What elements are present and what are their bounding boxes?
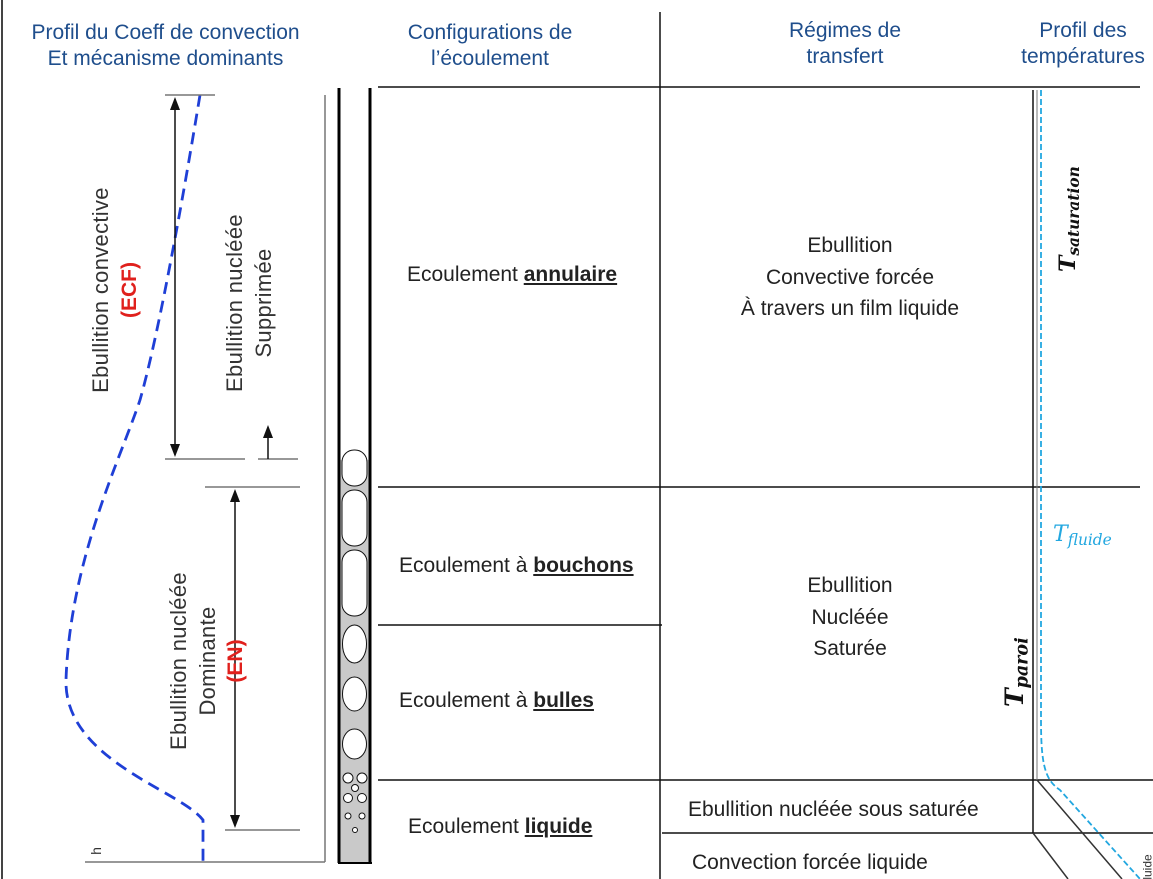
small-bubble [357, 793, 367, 803]
ecf-arrow-head-up [170, 97, 180, 110]
coeff-profile-header: Profil du Coeff de convection Et mécanis… [8, 20, 323, 71]
t-fluid-symbol: T [1053, 522, 1068, 547]
small-bubble [352, 827, 358, 833]
regime-fc-line-1: Ebullition [807, 234, 893, 257]
liquid-temperature-line [1032, 832, 1069, 879]
config-bubbly-emphasis: bulles [533, 689, 594, 712]
t-fluid-subscript: fluide [1067, 530, 1112, 549]
suppressed-arrow-head [263, 425, 273, 438]
config-slug: Ecoulement à bouchons [399, 553, 634, 579]
regime-subcooled: Ebullition nucléée sous saturée [688, 798, 979, 821]
corner-text: luide [1140, 854, 1153, 879]
config-liquid-prefix: Ecoulement [408, 815, 525, 838]
t-saturation-symbol: T [1055, 255, 1081, 272]
convection-coefficient-curve [64, 94, 205, 862]
config-slug-emphasis: bouchons [533, 554, 634, 577]
config-annular-prefix: Ecoulement [407, 263, 524, 286]
slug-bubble [341, 489, 368, 547]
config-liquid-emphasis: liquide [524, 815, 593, 838]
config-bubbly-prefix: Ecoulement à [399, 689, 534, 712]
en-mechanism-label: Ebullition nucléée Dominante (EN) [165, 531, 267, 791]
axis-h-label: h [88, 847, 104, 855]
regime-forced-convective: Ebullition Convective forcée À travers u… [700, 230, 1000, 325]
subcooled-temperature-line [1036, 779, 1123, 879]
bubble [342, 676, 367, 712]
small-bubble [343, 793, 353, 803]
t-saturation-subscript: saturation [1064, 166, 1083, 256]
regime-ns-line-2: Nucléée [811, 605, 889, 629]
small-bubble [342, 772, 354, 784]
small-bubble [358, 812, 366, 820]
fluid-temperature-curve [1040, 90, 1141, 879]
t-saturation-label: Tsaturation [1055, 102, 1085, 272]
regime-nucleate-saturated: Ebullition Nucléée Saturée [750, 570, 950, 665]
en-arrow-head-down [230, 815, 240, 828]
tube-annular-core [340, 88, 369, 460]
config-header: Configurations de l’écoulement [390, 20, 590, 71]
en-label-line-1: Ebullition nucléée [166, 572, 191, 750]
small-bubble [351, 784, 359, 792]
bubble [342, 624, 367, 664]
regime-fc-line-3: À travers un film liquide [740, 297, 960, 320]
suppressed-nucleate-label: Ebullition nucléée Supprimée [221, 203, 287, 403]
temperatures-header: Profil des températures [1018, 18, 1148, 69]
bubble [342, 728, 367, 760]
regimes-header-line-2: transfert [806, 44, 884, 68]
ecf-arrow-head-down [170, 444, 180, 457]
small-bubble [344, 812, 352, 820]
t-wall-label: Tparoi [1000, 617, 1034, 707]
t-wall-subscript: paroi [1012, 637, 1033, 689]
config-slug-prefix: Ecoulement à [399, 554, 534, 577]
small-bubble [356, 772, 368, 784]
t-fluid-label: Tfluide [1053, 522, 1112, 549]
ecf-label-text: Ebullition convective [88, 187, 113, 393]
ecf-mechanism-label: Ebullition convective (ECF) [87, 140, 157, 440]
regimes-header: Régimes de transfert [770, 18, 920, 69]
config-annular-emphasis: annulaire [523, 263, 618, 286]
regime-liquid-convection: Convection forcée liquide [692, 851, 928, 874]
config-annular: Ecoulement annulaire [407, 262, 617, 288]
temps-header-line-2: températures [1021, 44, 1145, 68]
regimes-header-line-1: Régimes de [788, 19, 902, 42]
temps-header-line-1: Profil des [1039, 19, 1127, 42]
slug-bubble [341, 449, 368, 487]
en-abbreviation: (EN) [224, 639, 248, 683]
config-bubbly: Ecoulement à bulles [399, 688, 594, 714]
coeff-header-line-2: Et mécanisme dominants [47, 46, 284, 70]
t-wall-symbol: T [1000, 688, 1029, 707]
en-label-line-2: Dominante [194, 606, 220, 716]
suppressed-line-2: Supprimée [250, 248, 276, 358]
config-header-line-2: l’écoulement [431, 46, 549, 70]
regime-ns-line-1: Ebullition [807, 574, 893, 597]
config-liquid: Ecoulement liquide [408, 814, 592, 840]
ecf-abbreviation: (ECF) [117, 262, 141, 318]
en-arrow-head-up [230, 489, 240, 502]
suppressed-line-1: Ebullition nucléée [222, 214, 247, 392]
regime-ns-line-3: Saturée [813, 637, 887, 660]
slug-bubble [341, 549, 368, 617]
coeff-header-line-1: Profil du Coeff de convection [31, 21, 300, 44]
config-header-line-1: Configurations de [407, 21, 573, 44]
regime-fc-line-2: Convective forcée [765, 265, 935, 289]
